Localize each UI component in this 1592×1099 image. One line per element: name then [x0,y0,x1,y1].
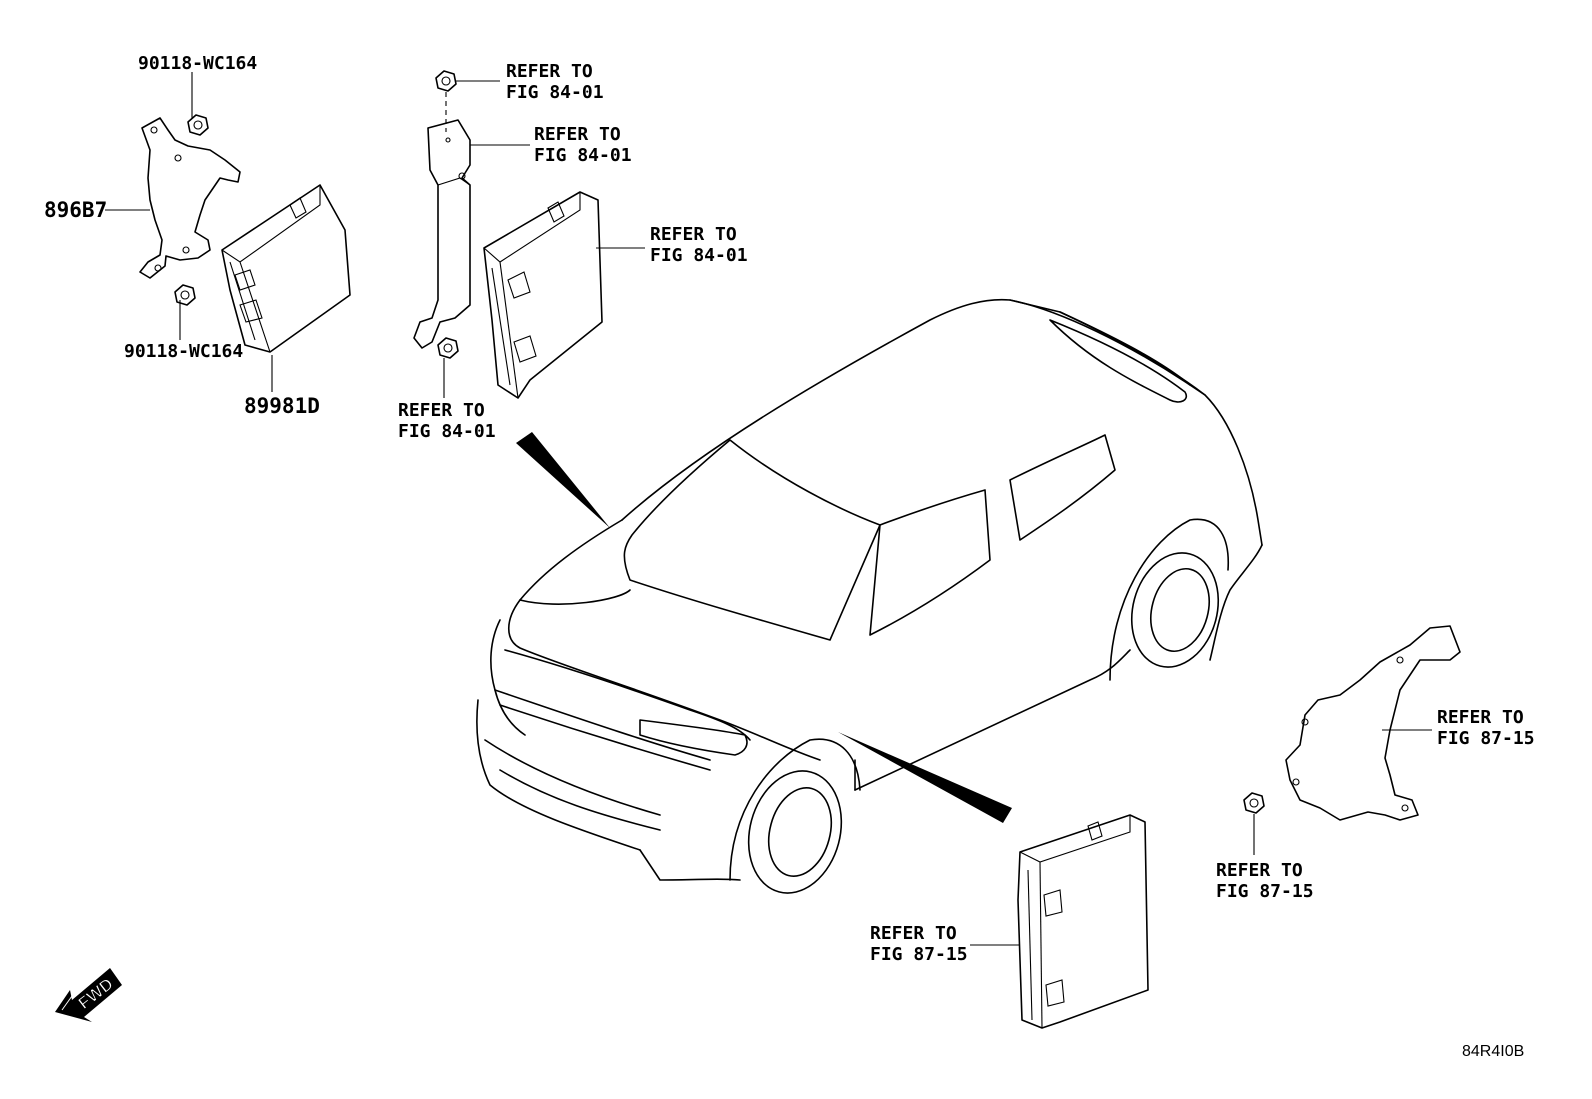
label-ref-nut-mid-line1: REFER TO [398,400,485,421]
label-ref-bracket-mid-line2: FIG 84-01 [534,145,632,166]
bracket-middle [413,119,471,349]
bracket-896b7 [139,117,241,279]
label-ref-ecu-bottom-line2: FIG 87-15 [870,944,968,965]
vehicle-outline [476,298,1263,894]
label-ref-bracket-right-line1: REFER TO [1437,707,1524,728]
label-nut-top-left: 90118-WC164 [138,53,257,74]
label-bracket-896b7: 896B7 [44,198,107,222]
label-ref-bracket-mid-line1: REFER TO [534,124,621,145]
label-ref-nut-top-line1: REFER TO [506,61,593,82]
bracket-right [1285,625,1461,821]
leader-lines [105,72,1432,946]
ecu-bottom [1017,814,1149,1029]
label-ref-ecu-mid-line1: REFER TO [650,224,737,245]
label-ref-bracket-right-line2: FIG 87-15 [1437,728,1535,749]
label-nut-bottom-left: 90118-WC164 [124,341,243,362]
label-ref-nut-mid-line2: FIG 84-01 [398,421,496,442]
ecu-middle [483,191,603,399]
label-ecu-89981d: 89981D [244,394,320,418]
label-ref-nut-right-line1: REFER TO [1216,860,1303,881]
pointer-lower [838,732,1012,823]
label-ref-nut-right-line2: FIG 87-15 [1216,881,1314,902]
pointer-upper [516,432,610,528]
label-ref-ecu-mid-line2: FIG 84-01 [650,245,748,266]
label-ref-ecu-bottom-line1: REFER TO [870,923,957,944]
nut-bottom-middle [437,337,459,359]
drawing-code: 84R4I0B [1462,1043,1524,1060]
nut-top-middle [435,70,457,92]
nut-right [1243,792,1265,814]
nut-top-left [187,114,209,136]
nut-bottom-left [174,284,196,306]
label-ref-nut-top-line2: FIG 84-01 [506,82,604,103]
ecu-89981d [221,184,351,353]
fwd-arrow-icon: FWD [55,968,122,1022]
